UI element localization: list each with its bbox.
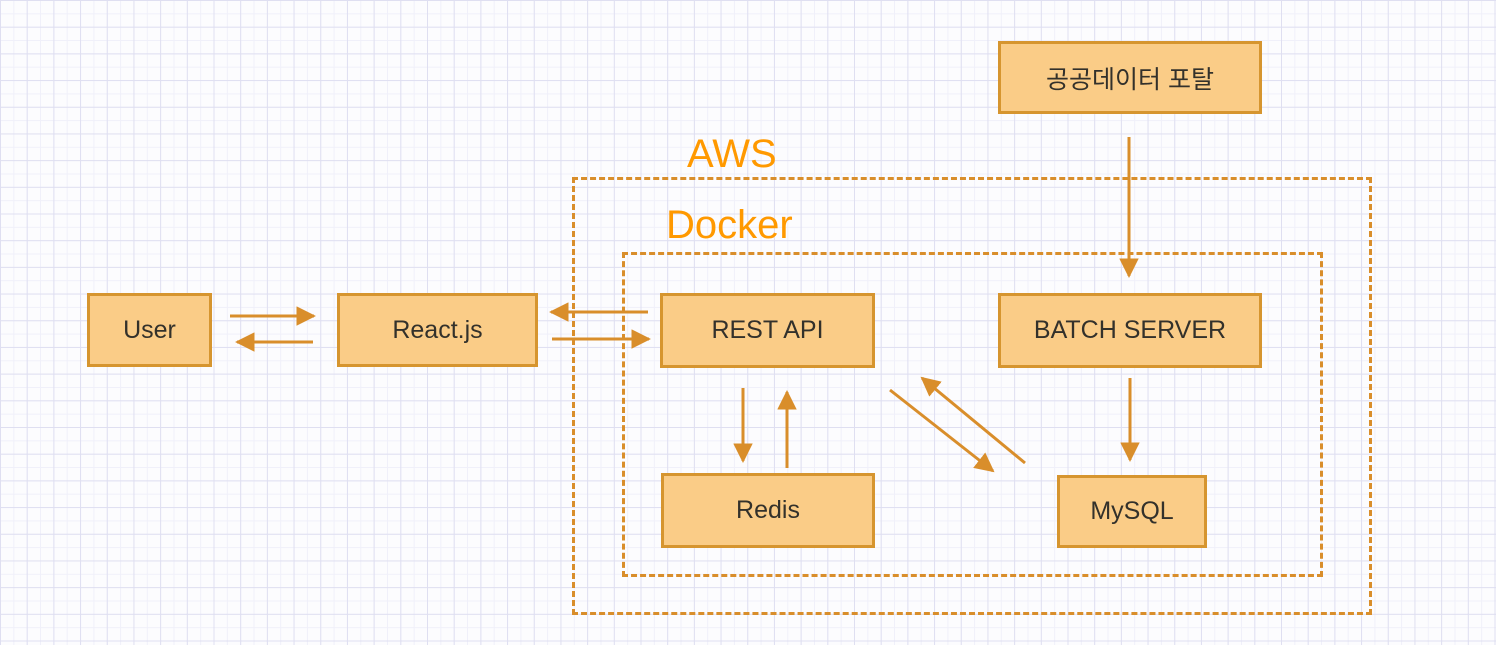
container-aws: [572, 177, 1372, 615]
node-reactjs: React.js: [337, 293, 538, 367]
container-aws-label: AWS: [687, 132, 777, 176]
node-rest-api: REST API: [660, 293, 875, 368]
node-batch-server: BATCH SERVER: [998, 293, 1262, 368]
container-docker-label: Docker: [666, 203, 793, 247]
node-user: User: [87, 293, 212, 367]
node-public-data-portal: 공공데이터 포탈: [998, 41, 1262, 114]
node-mysql: MySQL: [1057, 475, 1207, 548]
container-docker: [622, 252, 1323, 577]
node-redis: Redis: [661, 473, 875, 548]
